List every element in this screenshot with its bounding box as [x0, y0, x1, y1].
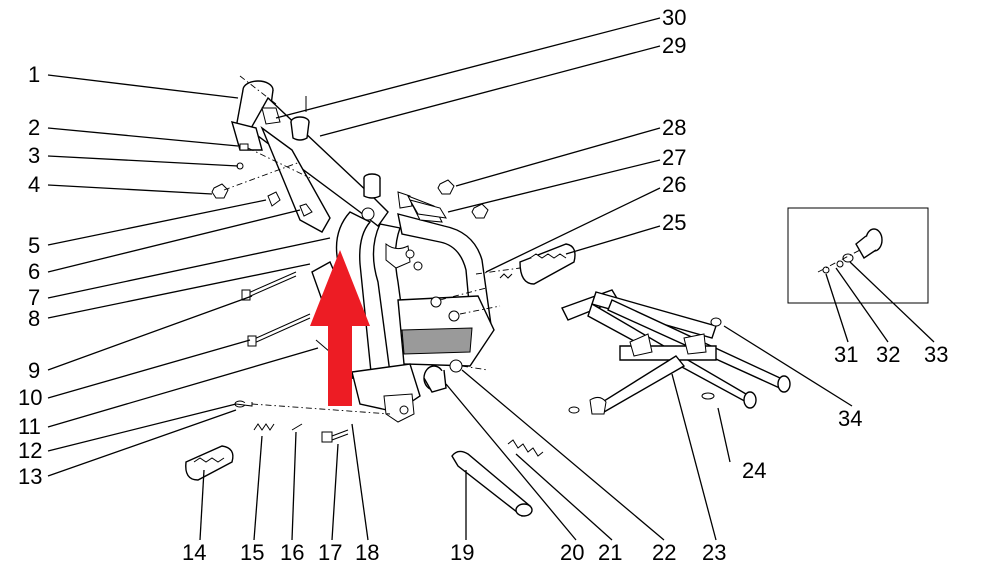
callout-15: 15: [240, 540, 264, 565]
callout-24: 24: [742, 458, 766, 483]
callout-21: 21: [598, 540, 622, 565]
callout-9: 9: [28, 358, 40, 383]
callout-2: 2: [28, 115, 40, 140]
callout-29: 29: [662, 33, 686, 58]
callout-23: 23: [702, 540, 726, 565]
small-hardware: [185, 96, 576, 517]
callout-4: 4: [28, 172, 40, 197]
callout-25: 25: [662, 210, 686, 235]
callout-16: 16: [280, 540, 304, 565]
callout-6: 6: [28, 259, 40, 284]
rear-subframe: [561, 289, 791, 415]
callout-8: 8: [28, 306, 40, 331]
inset-detail: [787, 207, 929, 304]
callout-11: 11: [18, 414, 41, 439]
callout-19: 19: [450, 540, 474, 565]
callout-7: 7: [28, 285, 40, 310]
callout-31: 31: [834, 342, 858, 367]
callout-28: 28: [662, 115, 686, 140]
callout-22: 22: [652, 540, 676, 565]
leader-lines: [47, 17, 935, 541]
callout-3: 3: [28, 143, 40, 168]
callout-26: 26: [662, 172, 686, 197]
callout-13: 13: [18, 464, 42, 489]
up-arrow-icon: [310, 250, 370, 406]
callout-14: 14: [182, 540, 206, 565]
callout-12: 12: [18, 438, 42, 463]
callout-32: 32: [876, 342, 900, 367]
callout-34: 34: [838, 406, 862, 431]
callout-17: 17: [318, 540, 342, 565]
callout-27: 27: [662, 145, 686, 170]
callout-18: 18: [355, 540, 379, 565]
callout-labels: 1 2 3 4 5 6 7 8 9 10 11 12 13 14 15 16 1…: [18, 5, 948, 565]
callout-30: 30: [662, 5, 686, 30]
callout-33: 33: [924, 342, 948, 367]
callout-1: 1: [28, 62, 40, 87]
callout-10: 10: [18, 385, 42, 410]
callout-5: 5: [28, 233, 40, 258]
callout-20: 20: [560, 540, 584, 565]
